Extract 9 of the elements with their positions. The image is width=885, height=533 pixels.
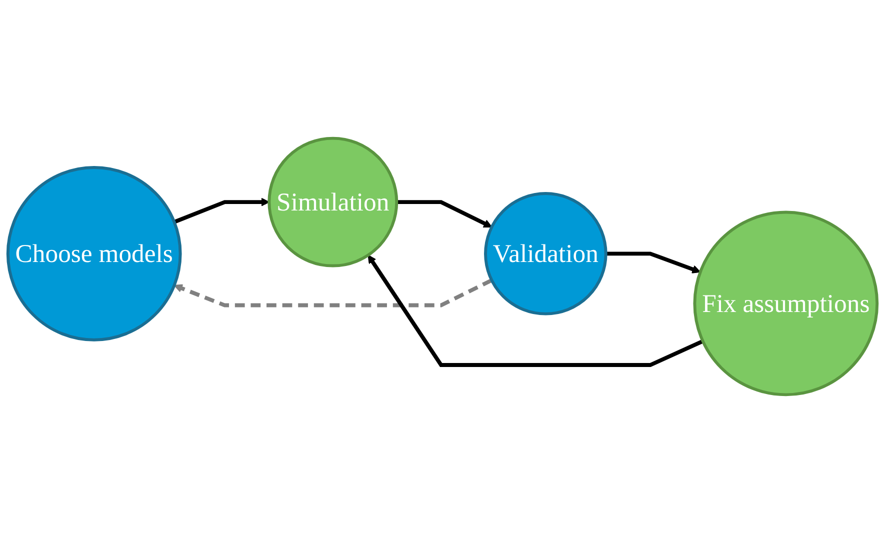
arrow — [368, 254, 704, 367]
node-circle: Validation — [484, 192, 608, 316]
arrow — [606, 252, 701, 274]
node-circle: Simulation — [268, 136, 398, 268]
arrow — [174, 278, 493, 308]
node-circle: Fix assumptions — [693, 210, 879, 396]
arrow — [174, 198, 270, 224]
node-circle: Choose models — [6, 166, 182, 342]
arrow — [396, 200, 492, 228]
